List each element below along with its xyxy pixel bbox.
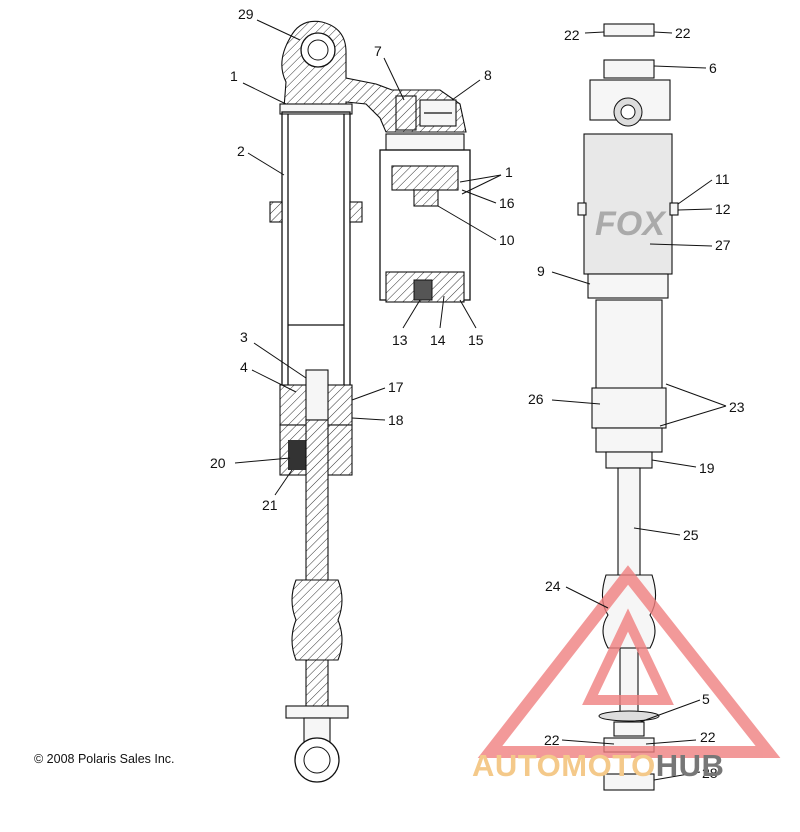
callout-13: 13 bbox=[392, 332, 408, 348]
watermark-brand: AUTOMOTOHUB bbox=[472, 748, 724, 784]
callout-7: 7 bbox=[374, 43, 382, 59]
leader-lines bbox=[234, 19, 727, 781]
callout-4: 4 bbox=[240, 359, 248, 375]
section-view bbox=[269, 20, 471, 783]
callout-1-upper: 1 bbox=[230, 68, 238, 84]
watermark-brand-part1: AUTOMOTO bbox=[472, 748, 656, 783]
callout-10: 10 bbox=[499, 232, 515, 248]
callout-26: 26 bbox=[528, 391, 544, 407]
callout-25: 25 bbox=[683, 527, 699, 543]
watermark-logo-icon bbox=[477, 565, 781, 758]
callout-23: 23 bbox=[729, 399, 745, 415]
callout-29: 29 bbox=[238, 6, 254, 22]
callout-5: 5 bbox=[702, 691, 710, 707]
callout-28: 28 bbox=[702, 765, 718, 781]
copyright-notice: © 2008 Polaris Sales Inc. bbox=[34, 752, 175, 766]
callout-11: 11 bbox=[715, 171, 730, 187]
callout-labels: 29 1 2 7 8 1 16 10 13 14 15 3 4 17 18 20… bbox=[210, 6, 745, 781]
callout-2: 2 bbox=[237, 143, 245, 159]
callout-22-bottom-left: 22 bbox=[544, 732, 560, 748]
watermark-brand-part2: HUB bbox=[655, 748, 725, 783]
shock-brand-label: FOX bbox=[595, 205, 667, 243]
callout-9: 9 bbox=[537, 263, 545, 279]
callout-12: 12 bbox=[715, 201, 731, 217]
callout-8: 8 bbox=[484, 67, 492, 83]
callout-24: 24 bbox=[545, 578, 561, 594]
callout-27: 27 bbox=[715, 237, 731, 253]
callout-22-top-right: 22 bbox=[675, 25, 691, 41]
callout-6: 6 bbox=[709, 60, 717, 76]
callout-17: 17 bbox=[388, 379, 404, 395]
callout-20: 20 bbox=[210, 455, 226, 471]
callout-19: 19 bbox=[699, 460, 715, 476]
callout-1-reservoir: 1 bbox=[505, 164, 513, 180]
callout-22-top-left: 22 bbox=[564, 27, 580, 43]
callout-15: 15 bbox=[468, 332, 484, 348]
callout-21: 21 bbox=[262, 497, 278, 513]
exterior-view: FOX bbox=[577, 23, 679, 791]
callout-3: 3 bbox=[240, 329, 248, 345]
callout-22-bottom-right: 22 bbox=[700, 729, 716, 745]
callout-16: 16 bbox=[499, 195, 515, 211]
callout-18: 18 bbox=[388, 412, 404, 428]
callout-14: 14 bbox=[430, 332, 446, 348]
